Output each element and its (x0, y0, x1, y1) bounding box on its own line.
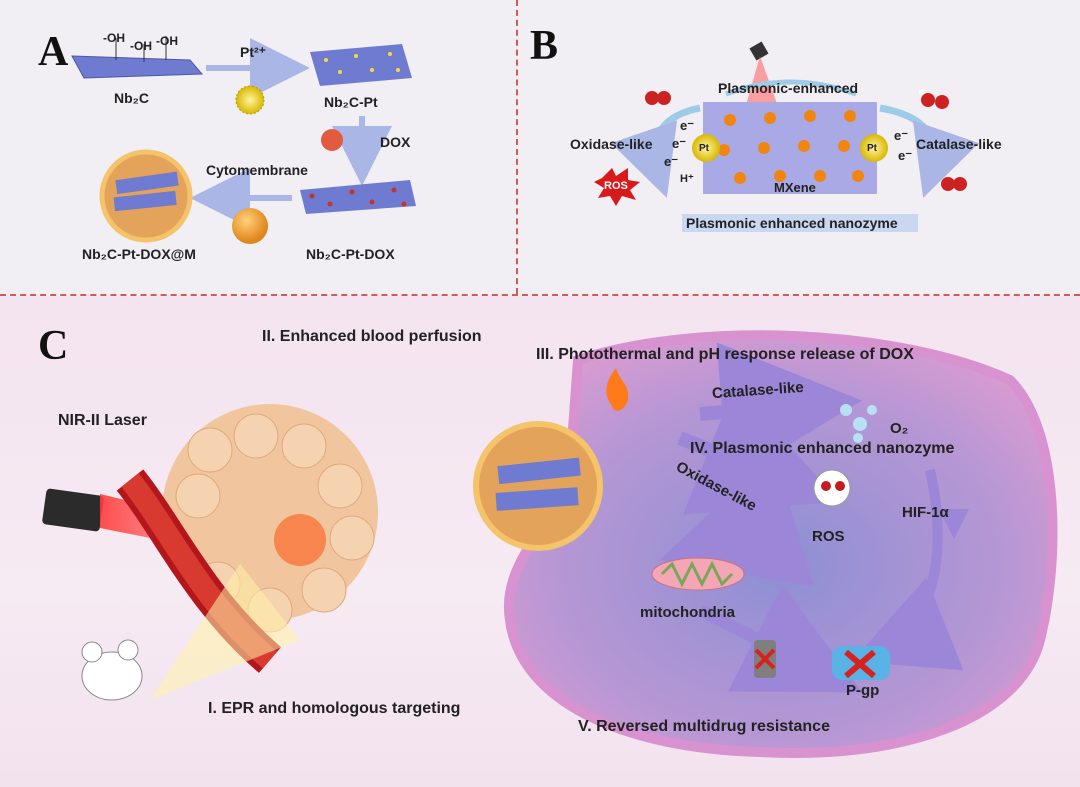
cancer-cell (503, 330, 1058, 758)
vertical-divider (516, 0, 518, 294)
hif-label: HIF-1α (902, 504, 949, 521)
nb2c-label: Nb₂C (114, 90, 149, 106)
pgp-label: P-gp (846, 682, 880, 699)
dox-molecule (321, 129, 343, 151)
step-4-label: IV. Plasmonic enhanced nanozyme (690, 440, 955, 457)
step-3-label: III. Photothermal and pH response releas… (536, 346, 914, 363)
electron-label-2: e⁻ (672, 136, 687, 151)
pgp-icon (832, 646, 890, 680)
horizontal-divider (0, 294, 1080, 296)
nb2c-sheet (71, 55, 204, 79)
ros-label-c: ROS (812, 528, 845, 545)
o2-molecule-right (941, 177, 967, 191)
mouse-icon (81, 639, 143, 701)
o2-label: O₂ (890, 420, 909, 437)
oh-label-2: -OH (130, 39, 152, 53)
oh-label-1: -OH (103, 31, 125, 45)
oxidase-arrow (610, 104, 701, 198)
efflux-pump-icon (754, 640, 776, 678)
nb2c-pt-dox-sheet (300, 180, 416, 214)
panel-c-graphics (42, 330, 1058, 758)
electron-label-1: e⁻ (680, 118, 695, 133)
pt-right (860, 134, 888, 162)
o2-bubbles (840, 404, 877, 443)
dox-label: DOX (380, 134, 411, 150)
mxene-label: MXene (774, 180, 816, 195)
light-cone (150, 564, 300, 700)
step-1-label: I. EPR and homologous targeting (208, 700, 461, 717)
ros-burst-b (594, 168, 640, 206)
electron-label-3: e⁻ (664, 154, 679, 169)
laser-emitter (749, 41, 769, 61)
step-5-label: V. Reversed multidrug resistance (578, 718, 830, 735)
hif-arrow (852, 468, 964, 671)
panel-a-graphics (71, 36, 416, 244)
ros-label-b: ROS (604, 180, 628, 192)
electron-label-4: e⁻ (894, 128, 909, 143)
nanozyme-caption: Plasmonic enhanced nanozyme (686, 215, 898, 231)
laser-device (42, 488, 104, 532)
panel-a-letter: A (38, 29, 69, 75)
catalase-arrow-c (699, 342, 862, 482)
plasmonic-enhanced-label: Plasmonic-enhanced (718, 80, 859, 96)
catalase-like-label-b: Catalase-like (916, 136, 1002, 152)
panel-b-letter: B (530, 23, 559, 69)
flame-icon (606, 368, 629, 411)
nb2c-pt-dox-label: Nb₂C-Pt-DOX (306, 246, 395, 262)
pt2-label: Pt²⁺ (240, 44, 267, 60)
pt-label-left: Pt (699, 143, 709, 154)
oh-label-3: -OH (156, 34, 178, 48)
caption-highlight (682, 214, 918, 232)
h2o2-molecule (919, 89, 949, 109)
skull-icon (813, 469, 851, 507)
nb2c-pt-label: Nb₂C-Pt (324, 94, 378, 110)
panel-b-graphics (594, 41, 980, 232)
panel-c-letter: C (38, 323, 69, 369)
nanoparticle-c (473, 421, 603, 551)
o2-molecule-left (645, 91, 671, 105)
laser-label: NIR-II Laser (58, 412, 147, 429)
pt-left (692, 134, 720, 162)
electron-label-5: e⁻ (898, 148, 913, 163)
h-plus-label: H⁺ (680, 173, 694, 185)
catalase-arrow (879, 104, 980, 198)
top-panels (0, 0, 1080, 296)
cytomembrane-label: Cytomembrane (206, 162, 308, 178)
oxidase-like-label-b: Oxidase-like (570, 136, 653, 152)
pt-nanoparticle (235, 85, 265, 115)
mitochondria-label: mitochondria (640, 604, 736, 621)
pt-label-right: Pt (867, 143, 877, 154)
cytomembrane-vesicle (232, 208, 268, 244)
nb2c-pt-sheet (310, 44, 412, 86)
step-2-label: II. Enhanced blood perfusion (262, 328, 482, 345)
nb2c-pt-dox-m-label: Nb₂C-Pt-DOX@M (82, 246, 196, 262)
